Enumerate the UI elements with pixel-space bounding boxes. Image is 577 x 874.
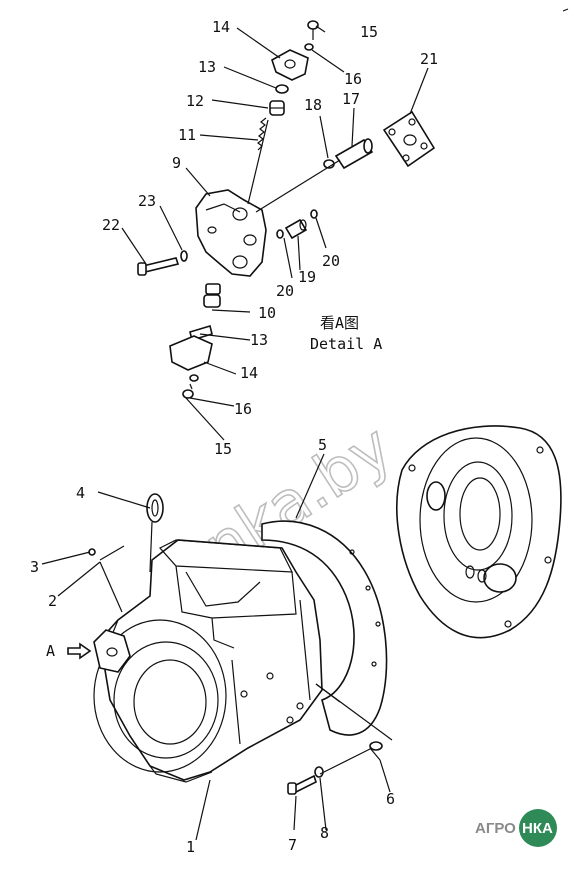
part-20-oring-a bbox=[276, 229, 284, 239]
view-a-arrow bbox=[67, 642, 92, 660]
detail-caption-english: Detail A bbox=[310, 335, 382, 353]
part-16-washer-lower bbox=[189, 374, 199, 382]
callout-16-lower: 16 bbox=[234, 400, 252, 418]
view-a-marker: A bbox=[46, 642, 55, 660]
callout-11: 11 bbox=[178, 126, 196, 144]
part-19-plug bbox=[284, 218, 308, 240]
logo-badge bbox=[519, 809, 557, 847]
part-15-bolt-top bbox=[307, 20, 319, 40]
callout-14-lower: 14 bbox=[240, 364, 258, 382]
detail-a-assembly bbox=[137, 20, 436, 399]
callout-22: 22 bbox=[102, 216, 120, 234]
logo-left-text: АГРО bbox=[475, 820, 516, 837]
part-6-pin bbox=[369, 741, 383, 761]
detail-caption-chinese: 看A图 bbox=[320, 314, 359, 332]
part-5-gasket bbox=[261, 520, 388, 736]
callout-19: 19 bbox=[298, 268, 316, 286]
part-8-washer bbox=[314, 766, 324, 778]
part-14-cover-top bbox=[271, 49, 309, 81]
callout-5: 5 bbox=[318, 436, 327, 454]
callout-4: 4 bbox=[76, 484, 85, 502]
rear-cover-plate bbox=[396, 425, 562, 639]
part-2-dipstick bbox=[99, 545, 125, 561]
callout-8: 8 bbox=[320, 824, 329, 842]
part-1-housing bbox=[93, 539, 323, 783]
part-22-bolt bbox=[137, 257, 180, 276]
part-17-sleeve bbox=[334, 138, 374, 170]
callout-15-top: 15 bbox=[360, 23, 378, 41]
part-10-fitting bbox=[203, 283, 221, 308]
callout-16-top: 16 bbox=[344, 70, 362, 88]
part-9-valve-body bbox=[195, 189, 267, 277]
callout-1: 1 bbox=[186, 838, 195, 856]
part-11-spring bbox=[257, 117, 267, 151]
part-12-plug bbox=[269, 100, 285, 116]
corner-mark bbox=[562, 8, 569, 12]
callout-12: 12 bbox=[186, 92, 204, 110]
callout-15-lower: 15 bbox=[214, 440, 232, 458]
callout-17: 17 bbox=[342, 90, 360, 108]
callout-14-top: 14 bbox=[212, 18, 230, 36]
callout-13-lower: 13 bbox=[250, 331, 268, 349]
callout-10: 10 bbox=[258, 304, 276, 322]
callout-18: 18 bbox=[304, 96, 322, 114]
callout-23: 23 bbox=[138, 192, 156, 210]
agronka-logo: АГРО НКА bbox=[475, 809, 557, 847]
part-23-washer bbox=[180, 250, 188, 262]
callout-labels: 14 15 16 13 12 11 9 23 22 18 17 21 20 19… bbox=[30, 18, 438, 856]
part-7-bolt bbox=[287, 774, 317, 795]
part-4-lifting-eye bbox=[146, 493, 164, 573]
part-21-cover-plate bbox=[382, 110, 436, 168]
callout-6: 6 bbox=[386, 790, 395, 808]
callout-9: 9 bbox=[172, 154, 181, 172]
callout-3: 3 bbox=[30, 558, 39, 576]
leader-lines bbox=[41, 25, 429, 841]
callout-7: 7 bbox=[288, 836, 297, 854]
part-13-gasket-top bbox=[275, 84, 289, 94]
part-20-oring-b bbox=[310, 209, 318, 219]
logo-right-text: НКА bbox=[522, 820, 553, 837]
callout-13-top: 13 bbox=[198, 58, 216, 76]
detail-a-location bbox=[93, 629, 131, 673]
part-14-cover-lower bbox=[169, 335, 213, 371]
part-15-bolt-lower bbox=[182, 383, 194, 399]
callout-2: 2 bbox=[48, 592, 57, 610]
callout-20-right: 20 bbox=[322, 252, 340, 270]
callout-21: 21 bbox=[420, 50, 438, 68]
part-16-washer-top bbox=[304, 43, 314, 51]
callout-20-left: 20 bbox=[276, 282, 294, 300]
